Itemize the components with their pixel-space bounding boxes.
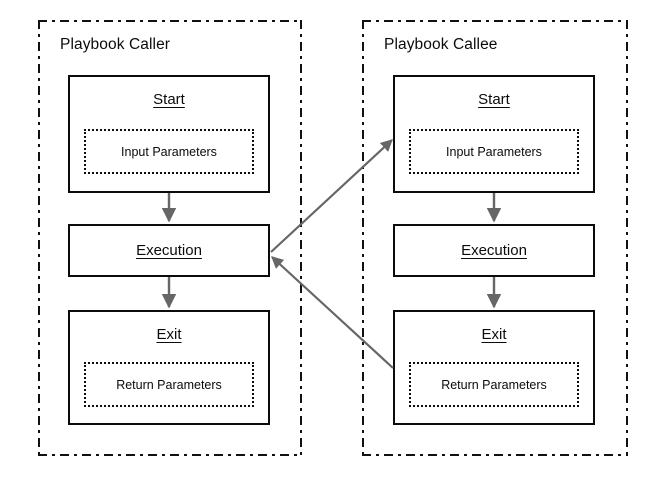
node-title-caller-exit: Exit [156,326,182,343]
node-caller-execution[interactable]: Execution [68,224,270,277]
param-box-caller-return: Return Parameters [84,362,254,407]
lane-border-right [300,20,302,456]
node-title-callee-exit: Exit [481,326,507,343]
node-callee-exit[interactable]: Exit Return Parameters [393,310,595,425]
node-title-callee-execution: Execution [461,242,527,259]
param-label-callee-return: Return Parameters [441,377,547,392]
lane-border-left [362,20,364,456]
param-label-caller-input: Input Parameters [121,144,217,159]
param-box-callee-input: Input Parameters [409,129,579,174]
lane-border-left [38,20,40,456]
node-title-caller-execution: Execution [136,242,202,259]
lane-title-caller: Playbook Caller [60,36,171,53]
node-title-caller-start: Start [153,91,185,108]
lane-title-callee: Playbook Callee [384,36,498,53]
param-box-caller-input: Input Parameters [84,129,254,174]
node-title-callee-start: Start [478,91,510,108]
node-callee-execution[interactable]: Execution [393,224,595,277]
lane-border-top [38,20,302,22]
lane-border-right [626,20,628,456]
lane-border-bottom [38,454,302,456]
lane-border-top [362,20,628,22]
param-label-caller-return: Return Parameters [116,377,222,392]
param-box-callee-return: Return Parameters [409,362,579,407]
node-caller-exit[interactable]: Exit Return Parameters [68,310,270,425]
node-caller-start[interactable]: Start Input Parameters [68,75,270,193]
node-callee-start[interactable]: Start Input Parameters [393,75,595,193]
param-label-callee-input: Input Parameters [446,144,542,159]
lane-border-bottom [362,454,628,456]
